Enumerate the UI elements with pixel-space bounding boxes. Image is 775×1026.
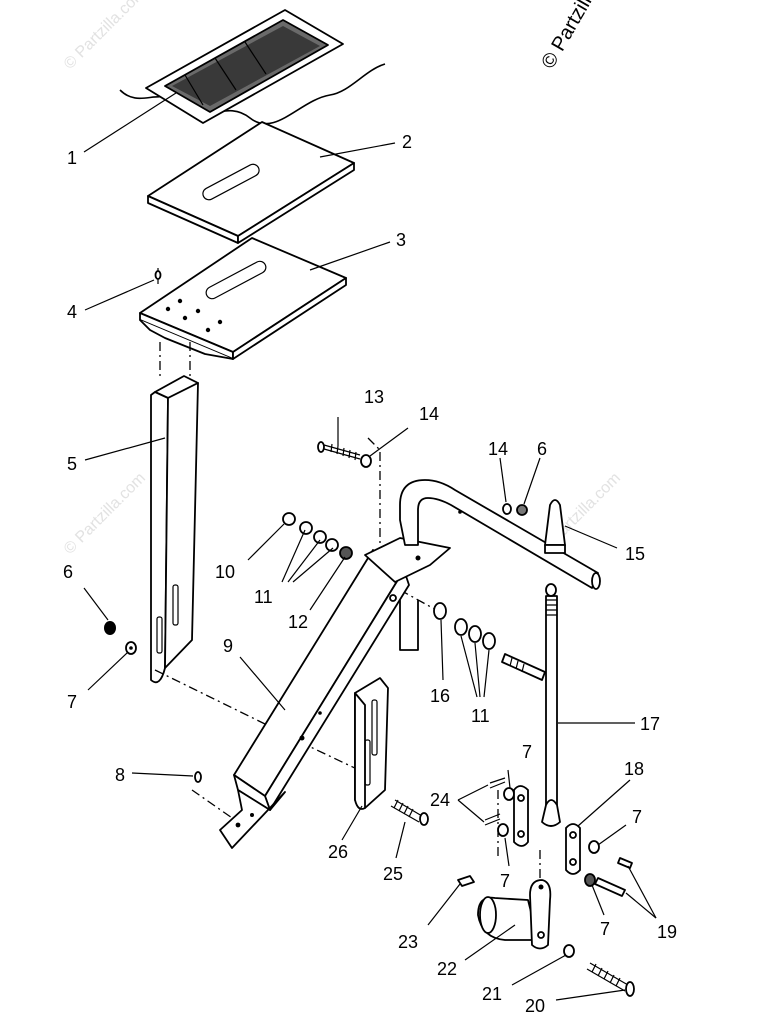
callout-20: 20 — [525, 996, 545, 1016]
callout-9: 9 — [223, 636, 233, 656]
callout-7-lower: 7 — [600, 919, 610, 939]
callout-2: 2 — [402, 132, 412, 152]
callout-12: 12 — [288, 612, 308, 632]
right-pins — [584, 840, 633, 897]
callout-4: 4 — [67, 302, 77, 322]
callout-7-right: 7 — [632, 807, 642, 827]
callout-21: 21 — [482, 984, 502, 1004]
callout-19: 19 — [657, 922, 677, 942]
callout-10: 10 — [215, 562, 235, 582]
part-3-mounting-plate — [139, 237, 347, 360]
watermark-top-left: © Partzilla.com — [61, 0, 149, 73]
left-washers — [282, 512, 353, 560]
callout-7-mid: 7 — [500, 871, 510, 891]
part-26-slotted-bracket — [354, 677, 389, 810]
part-9-shift-arm — [219, 537, 451, 849]
part-4-rivet — [154, 268, 162, 284]
callout-23: 23 — [398, 932, 418, 952]
callout-11-left: 11 — [254, 587, 273, 607]
part-1-floor-opening — [119, 9, 386, 125]
part-13-bolt — [317, 441, 361, 461]
callout-15: 15 — [625, 544, 645, 564]
plate-holes — [165, 298, 223, 333]
watermark-middle-left: © Partzilla.com — [61, 470, 149, 558]
callout-14-upper: 14 — [419, 404, 439, 424]
part-25-bolt — [390, 799, 429, 826]
alignment-lines — [154, 342, 541, 880]
callout-7-left: 7 — [67, 692, 77, 712]
part-23-key — [457, 875, 475, 887]
callout-5: 5 — [67, 454, 77, 474]
callout-3: 3 — [396, 230, 406, 250]
shift-handle-tube — [399, 479, 601, 651]
watermark-corner: © Partzilla.com — [537, 0, 623, 72]
part-18-links — [513, 785, 581, 875]
callout-8: 8 — [115, 765, 125, 785]
callout-18: 18 — [624, 759, 644, 779]
callout-6-left: 6 — [63, 562, 73, 582]
tube-nut-washer — [502, 503, 528, 516]
callout-25: 25 — [383, 864, 403, 884]
part-5-bracket-arm — [150, 375, 199, 684]
callout-7-upper: 7 — [522, 742, 532, 762]
part-17-shift-rod — [541, 583, 561, 827]
callout-17: 17 — [640, 714, 660, 734]
callout-6-right: 6 — [537, 439, 547, 459]
callout-16: 16 — [430, 686, 450, 706]
part-24-cotter-pins — [484, 777, 506, 826]
part-8-pin — [194, 771, 202, 783]
callout-1: 1 — [67, 148, 77, 168]
callout-26: 26 — [328, 842, 348, 862]
callout-labels: 1 2 3 4 5 6 7 8 9 10 11 12 13 14 14 6 15… — [63, 132, 677, 1016]
part-21-20-bolt — [563, 944, 635, 997]
right-washers — [433, 602, 546, 681]
callout-13: 13 — [364, 387, 384, 407]
callout-24: 24 — [430, 790, 450, 810]
part-2-boot — [147, 121, 355, 244]
callout-22: 22 — [437, 959, 457, 979]
left-nut-washer — [104, 621, 137, 655]
link-washers — [497, 787, 515, 837]
part-22-lever — [477, 879, 552, 950]
leader-lines — [83, 92, 657, 1001]
part-15-knob — [544, 499, 566, 554]
callout-11-right: 11 — [471, 706, 490, 726]
part-14-washer-upper — [360, 454, 372, 468]
callout-14-right: 14 — [488, 439, 508, 459]
